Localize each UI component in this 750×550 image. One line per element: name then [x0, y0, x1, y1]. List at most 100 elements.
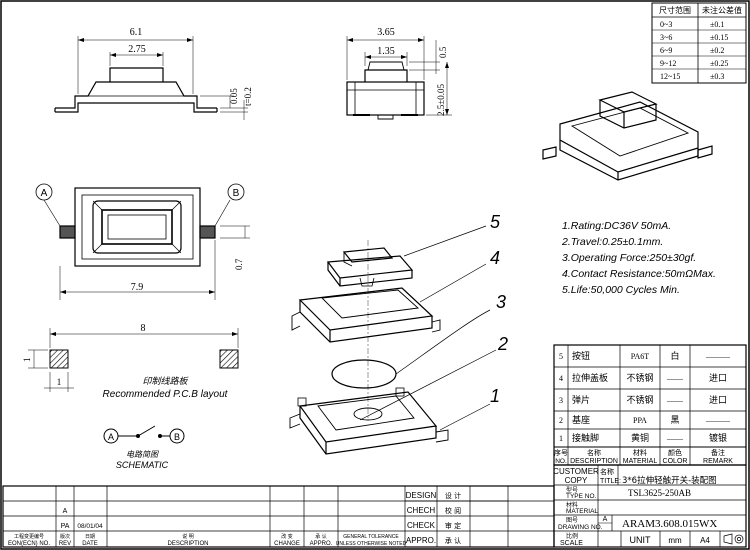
approve-label: APPRO.: [406, 536, 436, 545]
bom-header-material: MATERIAL: [623, 458, 658, 465]
tol-value: ±0.2: [710, 46, 724, 55]
title-cn: 名称: [600, 467, 614, 476]
footer-rev-cn: 版次: [60, 533, 70, 540]
type-value: TSL3625-250AB: [628, 488, 691, 498]
unit-label: UNIT: [630, 535, 651, 545]
material-cn: 材料: [566, 501, 578, 509]
approve-cn: 承 认: [445, 536, 461, 545]
bom-header-no-cn: 序号: [554, 448, 568, 457]
spec-rating: 1.Rating:DC36V 50mA.: [562, 220, 671, 232]
dim-pcb-pad-w: 1: [57, 377, 62, 387]
bom-desc: 拉伸盖板: [572, 372, 608, 384]
bom-rows: 5 按钮 PA6T 白 ——— 4 拉伸盖板 不锈钢 —— 进口 3 弹片 不锈…: [554, 350, 733, 465]
scale-cn: 比例: [566, 532, 578, 540]
bom-no: 5: [559, 352, 563, 361]
bom-remark: 进口: [709, 395, 727, 406]
bom-color: 白: [670, 350, 679, 362]
footer-change: CHANGE: [274, 541, 300, 547]
type-cn: 型号: [566, 486, 578, 494]
footer-unless: UNLESS OTHERWISE NOTED: [336, 541, 407, 547]
bom-remark: 进口: [709, 373, 727, 384]
balloon-1: 1: [490, 386, 500, 406]
rev-a: A: [63, 508, 68, 515]
tol-value: ±0.3: [710, 72, 724, 81]
pcb-title-en: Recommended P.C.B layout: [103, 389, 229, 400]
pcb-title-cn: 印制线路板: [142, 376, 189, 387]
tol-header-value: 未注公差值: [702, 5, 742, 15]
balloon-5: 5: [490, 212, 501, 232]
bom-no: 3: [559, 396, 563, 405]
dim-pcb-pad-h: 1: [22, 358, 32, 363]
rev-pa: PA: [61, 523, 70, 530]
schematic-point-b: B: [174, 432, 180, 442]
drawing-cn: 图号: [566, 517, 578, 524]
isometric-view: [542, 91, 713, 181]
bom-header-desc: DESCRIPTION: [570, 458, 618, 465]
schematic-point-a: A: [108, 432, 114, 442]
bom-header-remark-cn: 备注: [711, 448, 725, 457]
footer-date: DATE: [82, 541, 98, 547]
bom-remark: 镀银: [709, 432, 727, 444]
spec-contact-resistance: 4.Contact Resistance:50mΩMax.: [562, 268, 716, 280]
footer-appro: APPRO.: [310, 541, 333, 547]
dim-pcb-span: 8: [141, 323, 146, 334]
unit-value: mm: [668, 536, 682, 545]
footer-date-cn: 日期: [85, 534, 95, 540]
footer-change-cn: 改 变: [281, 533, 293, 540]
balloon-4: 4: [490, 248, 500, 268]
dim-side-cap-height: 0.5: [438, 46, 448, 58]
footer-tolerance: GENERAL TOLERANCE: [343, 534, 399, 540]
approval-block: [2, 485, 555, 548]
specifications: 1.Rating:DC36V 50mA. 2.Travel:0.25±0.1mm…: [561, 220, 716, 296]
bom-color: ——: [666, 434, 684, 443]
bom-desc: 接触脚: [572, 432, 599, 444]
dim-side-width: 3.65: [377, 27, 395, 38]
dim-overall-length: 7.9: [131, 282, 144, 293]
bom-no: 4: [559, 374, 563, 383]
spec-life: 5.Life:50,000 Cycles Min.: [562, 284, 680, 296]
footer-appro-cn: 承 认: [315, 533, 327, 540]
size-letter: A: [603, 516, 608, 523]
bom-remark: ———: [705, 416, 731, 425]
bom-remark: ———: [705, 352, 731, 361]
balloon-2: 2: [497, 334, 508, 354]
bom-header-desc-cn: 名称: [587, 448, 601, 457]
design-label: DESIGN: [406, 491, 437, 500]
spec-operating-force: 3.Operating Force:250±30gf.: [562, 252, 696, 264]
footer-rev: REV: [59, 541, 71, 547]
drawing-value: ARAM3.608.015WX: [622, 518, 717, 530]
bom-header-remark: REMARK: [703, 458, 733, 465]
check2-label: CHECK: [407, 521, 436, 530]
footer-desc: DESCRIPTION: [167, 541, 208, 547]
bom-header-no: NO.: [555, 458, 567, 465]
pcb-layout: [28, 328, 239, 392]
tol-value: ±0.15: [710, 33, 728, 42]
bom-material: 不锈钢: [626, 394, 653, 406]
footer-desc-cn: 说 明: [182, 533, 194, 540]
tolerance-table: 尺寸范围 未注公差值 0~3 ±0.1 3~6 ±0.15 6~9 ±0.2 9…: [651, 2, 747, 84]
schematic-title-cn: 电路简图: [126, 450, 159, 459]
tol-range: 3~6: [660, 33, 672, 42]
bom-table: [553, 344, 747, 466]
spec-travel: 2.Travel:0.25±0.1mm.: [561, 236, 663, 248]
bom-header-color: COLOR: [663, 458, 688, 465]
tol-range: 9~12: [660, 59, 676, 68]
bom-desc: 按钮: [572, 350, 590, 362]
bom-header-material-cn: 材料: [633, 448, 647, 457]
rev-date: 08/01/04: [77, 523, 103, 530]
design-cn: 设 计: [445, 491, 461, 500]
point-a-label: A: [41, 188, 48, 199]
type-label: TYPE NO.: [566, 493, 597, 500]
exploded-view: [289, 225, 497, 455]
copy-label: COPY: [565, 476, 588, 485]
bom-desc: 基座: [572, 414, 590, 426]
footer-eon: EON(ECN) NO.: [8, 541, 50, 547]
dim-lead-width: 0.7: [234, 258, 244, 270]
dim-lead-offset: 0.05: [229, 88, 239, 104]
bom-header-color-cn: 颜色: [668, 448, 682, 457]
tol-range: 12~15: [660, 72, 680, 81]
title-value: 3*6拉伸轻触开关-装配图: [622, 475, 717, 486]
sheet-size: A4: [700, 536, 710, 545]
side-view: [346, 36, 452, 120]
